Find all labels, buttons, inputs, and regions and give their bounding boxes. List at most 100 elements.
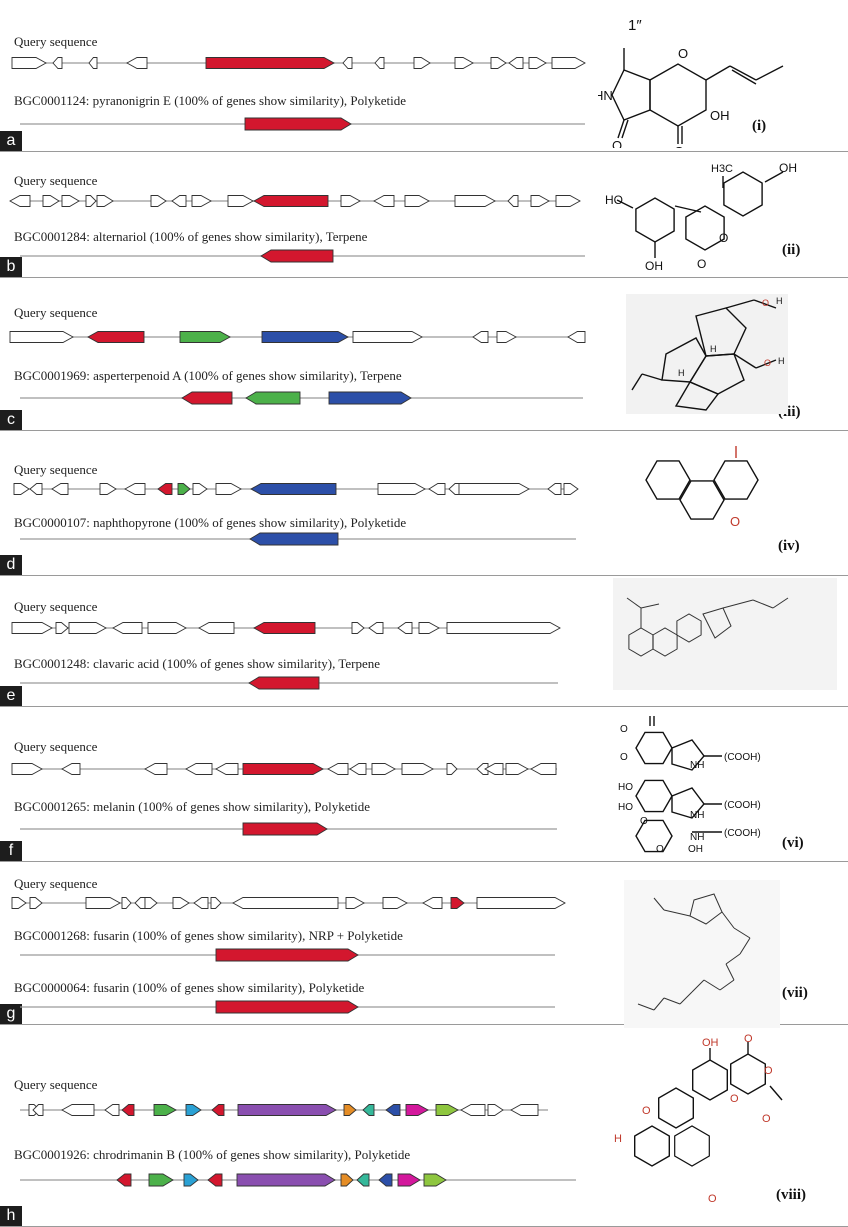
- panel-c-bgc1-gene-3: [328, 391, 412, 405]
- panel-e-query-gene-10: [397, 622, 413, 634]
- panel-b-query-gene-3: [61, 195, 80, 207]
- panel-d-query-gene-11: [377, 483, 426, 495]
- panel-c: c: [0, 278, 848, 431]
- panel-b-query-gene-2: [42, 195, 60, 207]
- atom-label: O: [697, 257, 706, 270]
- panel-h-bgc1-gene-6: [340, 1173, 354, 1187]
- panel-letter: e: [0, 686, 22, 706]
- panel-g-query-gene-3: [85, 897, 121, 909]
- panel-a-query-gene-12: [528, 57, 547, 69]
- atom-label: O: [642, 1105, 651, 1117]
- panel-b-query-gene-5: [96, 195, 114, 207]
- panel-d-bgc1-gene-1: [249, 532, 339, 546]
- atom-label: O: [730, 1093, 739, 1105]
- query-sequence-label: Query sequence: [14, 599, 98, 614]
- panel-e-query-gene-1: [11, 622, 53, 634]
- panel-g-query-gene-14: [450, 897, 465, 909]
- atom-label: O: [719, 231, 728, 245]
- atom-label: H: [776, 296, 783, 306]
- panel-g-query-gene-5: [134, 897, 146, 909]
- panel-h-query-gene-8: [211, 1104, 225, 1116]
- panel-b-query-gene-1: [9, 195, 31, 207]
- panel-e-query-gene-4: [112, 622, 143, 634]
- atom-label: O: [762, 298, 769, 308]
- panel-d-query-gene-2: [29, 483, 43, 495]
- panel-g-query-gene-8: [193, 897, 209, 909]
- panel-h-query-gene-3: [61, 1104, 95, 1116]
- atom-label: OH: [779, 161, 797, 175]
- query-sequence-label: Query sequence: [14, 876, 98, 891]
- panel-f-query-gene-8: [349, 763, 367, 775]
- atom-label: O: [674, 144, 684, 148]
- atom-label: NH: [690, 810, 704, 821]
- panel-c-query-gene-7: [496, 331, 517, 343]
- atom-label: HN: [598, 88, 613, 103]
- atom-label: OH: [702, 1037, 719, 1049]
- atom-label: (COOH): [724, 800, 761, 811]
- query-sequence-label: Query sequence: [14, 462, 98, 477]
- panel-g-query-gene-12: [382, 897, 408, 909]
- panel-d: d: [0, 431, 848, 576]
- panel-h-bgc1-gene-5: [236, 1173, 336, 1187]
- panel-d-query-gene-14: [458, 483, 530, 495]
- panel-g-query-gene-10: [232, 897, 339, 909]
- bgc-label: BGC0001265: melanin (100% of genes show …: [14, 799, 371, 814]
- atom-label: O: [620, 752, 628, 763]
- panel-e-bgc1-gene-1: [248, 676, 320, 690]
- panel-c-query-gene-1: [9, 331, 74, 343]
- atom-label: HO: [618, 802, 633, 813]
- panel-f-query-gene-6: [242, 763, 324, 775]
- panel-a: a: [0, 0, 848, 152]
- panel-a-query-gene-7: [374, 57, 385, 69]
- panel-h-bgc1-gene-7: [356, 1173, 370, 1187]
- atom-label: (COOH): [724, 828, 761, 839]
- panel-d-query-gene-6: [157, 483, 173, 495]
- panel-g-bgc2-gene-1: [215, 1000, 359, 1014]
- panel-b-query-gene-15: [507, 195, 519, 207]
- panel-c-query-gene-5: [352, 331, 423, 343]
- structure-numeral: (viii): [776, 1187, 806, 1203]
- panel-letter: b: [0, 257, 22, 277]
- bgc-label: BGC0000107: naphthopyrone (100% of genes…: [14, 515, 407, 530]
- panel-b-query-gene-9: [227, 195, 254, 207]
- panel-h-query-gene-13: [405, 1104, 429, 1116]
- panel-f-query-gene-9: [371, 763, 396, 775]
- atom-label: OH: [688, 844, 703, 855]
- panel-f-query-gene-13: [484, 763, 504, 775]
- atom-label: 1″: [628, 17, 642, 34]
- panel-g-query-gene-1: [11, 897, 27, 909]
- panel-h-query-gene-4: [104, 1104, 120, 1116]
- panel-a-query-gene-2: [52, 57, 63, 69]
- panel-f-query-gene-15: [530, 763, 557, 775]
- panel-a-bgc1-gene-1: [244, 117, 352, 131]
- panel-g-query-gene-7: [172, 897, 190, 909]
- panel-h-bgc1-gene-10: [423, 1173, 447, 1187]
- panel-h-bgc1-gene-4: [207, 1173, 223, 1187]
- panel-d-query-gene-8: [192, 483, 208, 495]
- panel-g-query-gene-15: [476, 897, 566, 909]
- query-sequence-label: Query sequence: [14, 1077, 98, 1092]
- panel-d-query-gene-4: [99, 483, 117, 495]
- panel-e-query-gene-11: [418, 622, 440, 634]
- panel-e: e: [0, 576, 848, 707]
- panel-a-query-gene-1: [11, 57, 47, 69]
- panel-d-query-gene-1: [13, 483, 30, 495]
- panel-f-query-gene-14: [505, 763, 529, 775]
- panel-letter: g: [0, 1004, 22, 1024]
- structure-numeral: (ii): [782, 242, 801, 258]
- chemical-structure-g: [624, 880, 780, 1028]
- atom-label: HO: [618, 782, 633, 793]
- panel-b-query-gene-8: [191, 195, 212, 207]
- atom-label: O: [730, 446, 740, 447]
- panel-d-query-gene-10: [250, 483, 337, 495]
- panel-g-query-gene-13: [422, 897, 443, 909]
- panel-c-query-gene-6: [472, 331, 489, 343]
- panel-letter: c: [0, 410, 22, 430]
- atom-label: O: [764, 1065, 773, 1077]
- panel-h-query-gene-6: [153, 1104, 177, 1116]
- atom-label: O: [730, 514, 740, 529]
- panel-g-bgc1-gene-1: [215, 948, 359, 962]
